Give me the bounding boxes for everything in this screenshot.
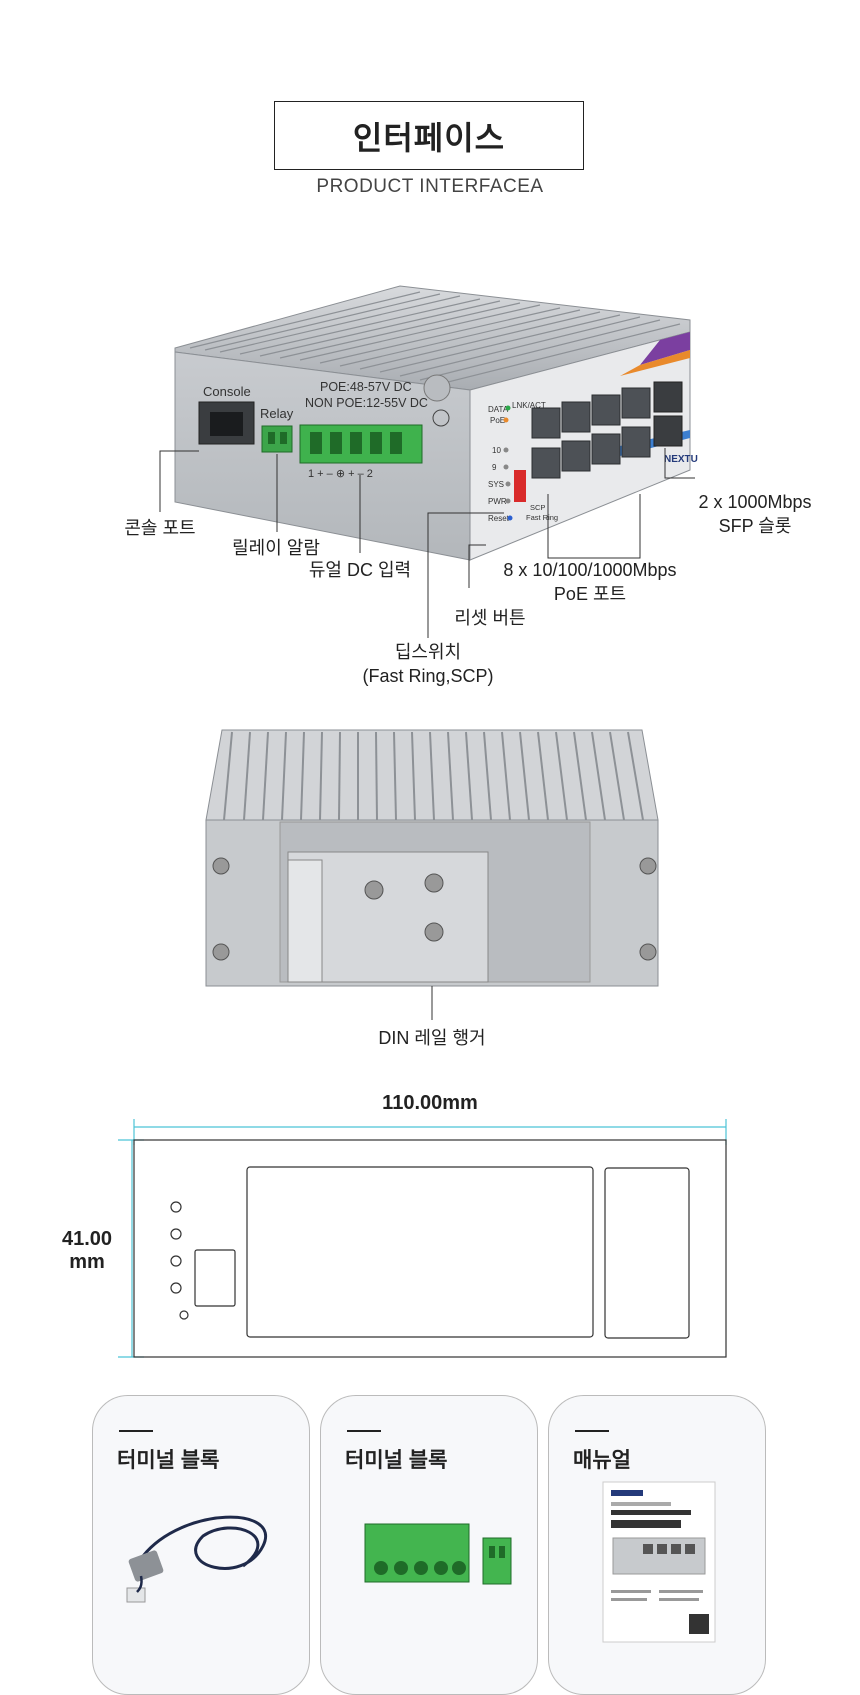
led-label-lnkact: LNK/ACT bbox=[512, 401, 546, 410]
accessory-card-terminal-block: 터미널 블록 bbox=[320, 1395, 538, 1695]
device-front-illustration: Console Relay POE:48-57V DC NON POE:12-5… bbox=[159, 285, 698, 638]
console-label: Console bbox=[203, 384, 251, 399]
callout-poe-line1: 8 x 10/100/1000Mbps bbox=[503, 560, 677, 580]
accessory-title: 터미널 블록 bbox=[345, 1449, 448, 1472]
serial-cable-image bbox=[126, 1515, 267, 1603]
relay-label: Relay bbox=[260, 406, 294, 421]
accessory-card-manual: 매뉴얼 bbox=[548, 1395, 766, 1695]
callout-dip-line1: 딥스위치 bbox=[394, 642, 462, 662]
terminal-block-image bbox=[364, 1523, 512, 1585]
power-pins-label: 1 + – ⊕ + – 2 bbox=[308, 468, 373, 480]
brand-logo: NEXTU bbox=[664, 454, 698, 465]
callout-dual-dc: 듀얼 DC 입력 bbox=[308, 560, 412, 580]
callout-sfp-line2: SFP 슬롯 bbox=[718, 516, 792, 536]
callout-sfp-line1: 2 x 1000Mbps bbox=[698, 492, 812, 512]
card-divider bbox=[575, 1430, 609, 1432]
accessory-card-cable: 터미널 블록 bbox=[92, 1395, 310, 1695]
callout-din-rail: DIN 레일 행거 bbox=[378, 1028, 486, 1048]
dip-label-fastring: Fast Ring bbox=[526, 513, 558, 522]
accessory-title: 터미널 블록 bbox=[117, 1449, 220, 1472]
led-label-10: 10 bbox=[492, 446, 501, 455]
section-subtitle: PRODUCT INTERFACEA bbox=[316, 176, 544, 197]
device-bottom-illustration bbox=[205, 729, 659, 1020]
callout-reset-button: 리셋 버튼 bbox=[454, 608, 526, 628]
manual-image bbox=[602, 1481, 716, 1643]
led-label-pwr: PWR bbox=[488, 497, 507, 506]
callout-dip-line2: (Fast Ring,SCP) bbox=[362, 666, 494, 686]
dimension-drawing bbox=[118, 1119, 727, 1358]
callout-relay-alarm: 릴레이 알람 bbox=[232, 538, 320, 558]
dip-label-scp: SCP bbox=[530, 503, 545, 512]
led-label-9: 9 bbox=[492, 463, 497, 472]
led-label-data: DATA bbox=[488, 405, 509, 414]
callout-console-port: 콘솔 포트 bbox=[124, 518, 196, 538]
led-label-sys: SYS bbox=[488, 480, 504, 489]
dimension-height-value: 41.00 bbox=[61, 1228, 113, 1250]
section-title: 인터페이스 bbox=[274, 101, 584, 170]
card-divider bbox=[347, 1430, 381, 1432]
callout-poe-line2: PoE 포트 bbox=[553, 584, 627, 604]
dimension-height-unit: mm bbox=[69, 1251, 105, 1273]
led-label-poe: PoE bbox=[490, 416, 505, 425]
led-label-reset: Reset bbox=[488, 514, 510, 523]
poe-voltage-label: POE:48-57V DC bbox=[320, 380, 412, 394]
accessory-title: 매뉴얼 bbox=[573, 1449, 631, 1472]
dimension-width: 110.00mm bbox=[382, 1092, 478, 1114]
non-poe-voltage-label: NON POE:12-55V DC bbox=[305, 396, 428, 410]
card-divider bbox=[119, 1430, 153, 1432]
